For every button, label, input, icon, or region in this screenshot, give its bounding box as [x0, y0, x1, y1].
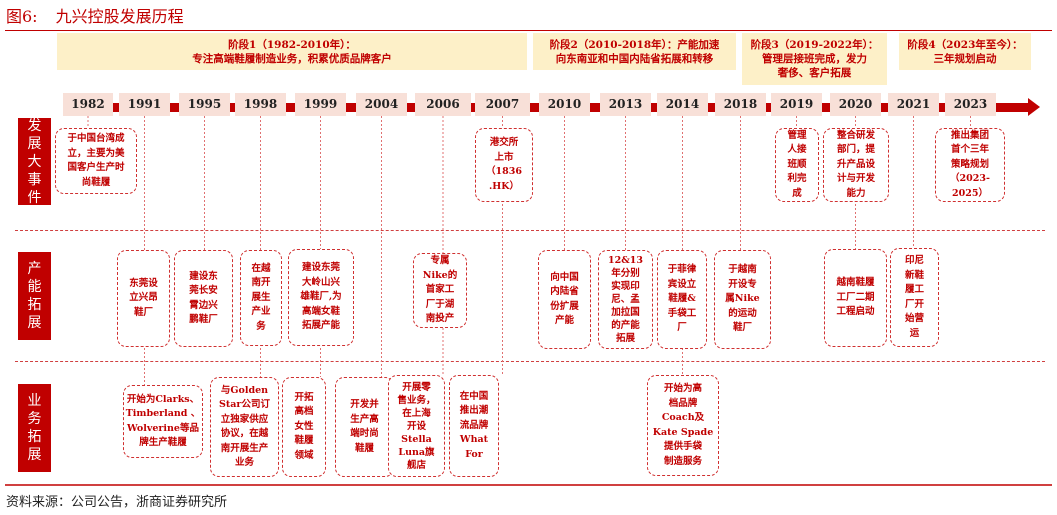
year-marker-2020: 2020 — [830, 93, 881, 116]
row-separator — [15, 361, 1045, 362]
year-marker-1998: 1998 — [235, 93, 286, 116]
year-marker-2004: 2004 — [356, 93, 407, 116]
row-separator — [15, 230, 1045, 231]
event-business-2006: 开展零 售业务， 在上海 开设 Stella Luna旗 舰店 — [388, 375, 445, 477]
year-marker-1995: 1995 — [179, 93, 230, 116]
row-label-capacity: 产 能 拓 展 — [18, 252, 51, 340]
timeline-arrowhead-icon — [1028, 98, 1040, 116]
event-capacity-2013: 12&13 年分别 实现印 尼、孟 加拉国 的产能 拓展 — [598, 250, 653, 349]
phase-2: 阶段2（2010-2018年）：产能加速 向东南亚和中国内陆省拓展和转移 — [533, 33, 736, 70]
phase-1: 阶段1（1982-2010年）： 专注高端鞋履制造业务，积累优质品牌客户 — [57, 33, 527, 70]
event-capacity-1998: 在越 南开 展生 产业 务 — [240, 250, 282, 346]
figure-title-text: 九兴控股发展历程 — [55, 7, 184, 26]
event-capacity-2018: 于越南 开设专 属Nike 的运动 鞋厂 — [714, 250, 771, 349]
event-capacity-2006: 专属 Nike的 首家工 厂于湖 南投产 — [413, 253, 467, 328]
year-marker-2006: 2006 — [415, 93, 471, 116]
event-capacity-2020: 越南鞋履 工厂二期 工程启动 — [824, 249, 887, 347]
event-capacity-2021: 印尼 新鞋 履工 厂开 始营 运 — [890, 248, 939, 347]
bottom-divider — [5, 484, 1052, 486]
title-divider — [5, 30, 1052, 31]
row-label-major-events: 发 展 大 事 件 — [18, 118, 51, 206]
event-capacity-1999: 建设东莞 大岭山兴 雄鞋厂,为 高端女鞋 拓展产能 — [288, 249, 354, 346]
event-major-2020: 整合研发 部门，提 升产品设 计与开发 能力 — [823, 128, 889, 202]
event-major-2019: 管理 人接 班顺 利完 成 — [775, 128, 819, 202]
year-marker-1999: 1999 — [295, 93, 346, 116]
figure-title: 图6: 九兴控股发展历程 — [6, 3, 184, 27]
event-major-1982: 于中国台湾成 立，主要为美 国客户生产时 尚鞋履 — [55, 128, 137, 194]
year-marker-2018: 2018 — [715, 93, 766, 116]
event-major-2023: 推出集团 首个三年 策略规划 （2023- 2025） — [935, 128, 1005, 202]
source-note: 资料来源：公司公告，浙商证券研究所 — [6, 495, 228, 510]
year-marker-1991: 1991 — [119, 93, 170, 116]
event-capacity-1995: 建设东 莞长安 霄边兴 鹏鞋厂 — [174, 250, 233, 347]
event-major-2007: 港交所 上市 （1836 .HK） — [475, 128, 533, 202]
phase-4: 阶段4（2023年至今）： 三年规划启动 — [899, 33, 1031, 70]
year-marker-2021: 2021 — [888, 93, 939, 116]
year-marker-2023: 2023 — [945, 93, 996, 116]
event-business-1991: 开始为Clarks、 Timberland 、 Wolverine等品 牌生产鞋… — [123, 385, 203, 458]
year-marker-2010: 2010 — [539, 93, 590, 116]
figure-number: 图6: — [6, 7, 38, 26]
year-marker-2014: 2014 — [657, 93, 708, 116]
year-marker-1982: 1982 — [63, 93, 113, 116]
phase-3: 阶段3（2019-2022年）： 管理层接班完成，发力 奢侈、客户拓展 — [742, 33, 887, 85]
year-marker-2007: 2007 — [475, 93, 530, 116]
event-business-2007: 在中国 推出潮 流品牌 What For — [449, 375, 499, 477]
event-capacity-1991: 东莞设 立兴昂 鞋厂 — [117, 250, 170, 347]
event-capacity-2014: 于菲律 宾设立 鞋履& 手袋工 厂 — [657, 250, 707, 349]
event-business-2004: 开发并 生产高 端时尚 鞋履 — [335, 377, 394, 477]
year-marker-2013: 2013 — [600, 93, 651, 116]
year-marker-2019: 2019 — [771, 93, 822, 116]
event-business-1999: 开拓 高档 女性 鞋履 领域 — [282, 377, 326, 477]
row-label-business: 业 务 拓 展 — [18, 384, 51, 472]
event-capacity-2010: 向中国 内陆省 份扩展 产能 — [538, 250, 591, 349]
event-business-1998: 与Golden Star公司订 立独家供应 协议，在越 南开展生产 业务 — [210, 377, 279, 477]
event-business-2014: 开始为高 档品牌 Coach及 Kate Spade 提供手袋 制造服务 — [647, 375, 719, 476]
